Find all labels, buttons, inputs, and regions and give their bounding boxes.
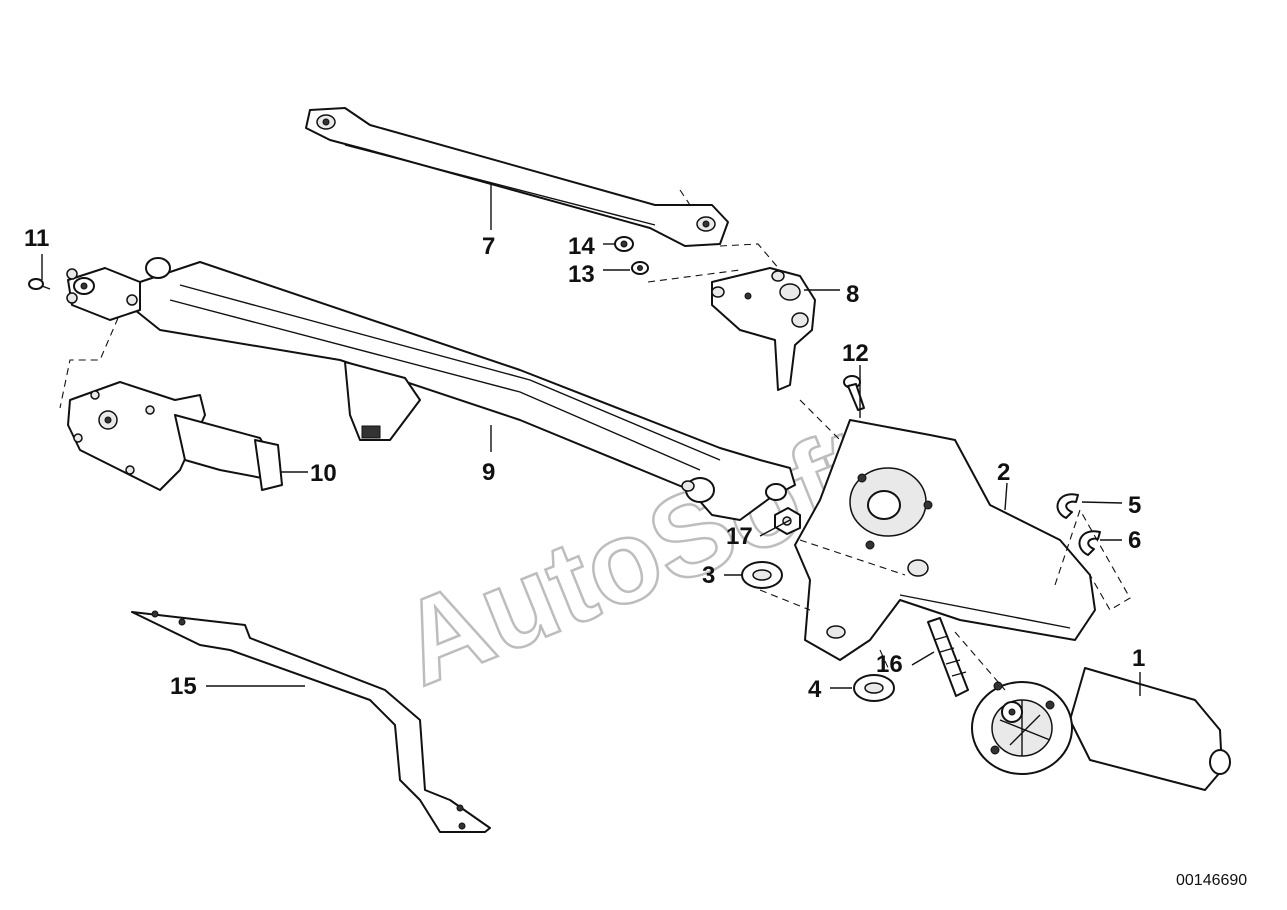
part-13-washer [631, 261, 649, 275]
callout-8: 8 [846, 281, 859, 308]
callout-17: 17 [726, 523, 753, 550]
part-5-clip [1056, 493, 1079, 519]
callout-4: 4 [808, 676, 822, 703]
part-8-crank-bracket [711, 267, 816, 391]
callout-labels: 7 14 13 8 12 11 9 10 2 5 6 17 3 16 4 1 1… [24, 225, 1145, 703]
callout-1: 1 [1132, 645, 1145, 672]
callout-15: 15 [170, 673, 197, 700]
callout-11: 11 [24, 225, 49, 252]
callout-5: 5 [1128, 492, 1141, 519]
part-2-mounting-plate [794, 419, 1096, 661]
diagram-code: 00146690 [1176, 872, 1247, 889]
callout-10: 10 [310, 460, 337, 487]
callout-9: 9 [482, 459, 495, 486]
part-12-bolt [843, 375, 865, 411]
callout-13: 13 [568, 261, 595, 288]
part-16-stud-bolt [927, 617, 969, 697]
callout-7: 7 [482, 233, 495, 260]
part-3-grommet [741, 561, 783, 589]
part-10-wiper-motor [67, 381, 283, 491]
part-9-linkage-frame [66, 257, 796, 521]
callout-2: 2 [997, 459, 1010, 486]
part-15-support-strut [131, 610, 491, 833]
part-7-upper-link-rod [305, 107, 729, 247]
callout-16: 16 [876, 651, 903, 678]
callout-12: 12 [842, 340, 869, 367]
part-14-nut [614, 236, 634, 252]
part-1-wiper-motor [971, 667, 1231, 791]
part-6-clip [1078, 530, 1101, 556]
assembly-dashed-lines [59, 189, 1131, 691]
leader-lines [41, 183, 1141, 696]
callout-6: 6 [1128, 527, 1141, 554]
callout-14: 14 [568, 233, 595, 260]
part-4-grommet [853, 674, 895, 702]
callout-3: 3 [702, 562, 715, 589]
part-11-screw [28, 278, 51, 290]
